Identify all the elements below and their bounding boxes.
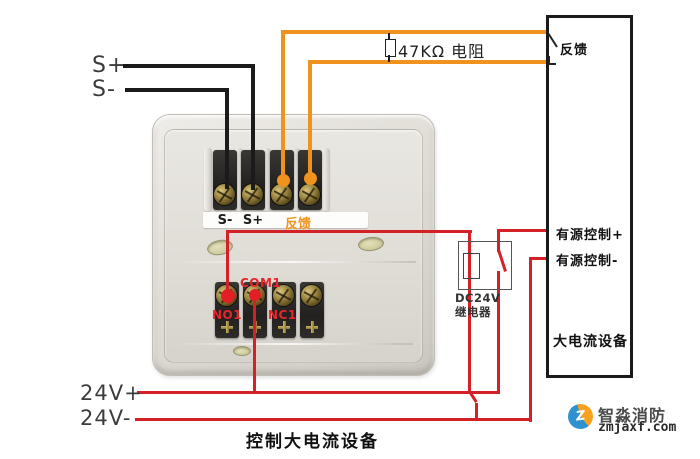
label-control-minus: 有源控制- <box>556 254 619 269</box>
relay-box-label: DC24V 继电器 <box>455 291 500 319</box>
terminal-post <box>292 148 300 211</box>
label-device-name: 大电流设备 <box>553 334 628 350</box>
watermark-brand: 智淼消防 <box>598 406 667 425</box>
relay-label-line2: 继电器 <box>455 305 491 319</box>
wire-control-minus-horizontal <box>530 257 547 260</box>
label-feedback: 反馈 <box>560 43 589 58</box>
mounting-slot-bottom <box>233 346 251 356</box>
wire-feedback-1-vertical <box>281 30 285 182</box>
terminal-relay-4 <box>300 282 324 338</box>
wire-no1-to-coil-horizontal <box>226 230 472 233</box>
wire-coil-to-24v-minus <box>475 403 478 421</box>
wire-s-plus-horizontal <box>123 64 255 68</box>
wire-feedback-2-vertical <box>308 60 312 180</box>
dc24v-relay-box <box>458 241 512 290</box>
watermark-logo-icon: Z <box>568 404 593 429</box>
label-com1: COM1 <box>240 276 282 290</box>
wire-end-dot-com1 <box>249 289 261 301</box>
watermark-url: zmjaxf.com <box>598 420 677 435</box>
feedback-switch-icon <box>547 32 558 65</box>
wire-24v-minus <box>135 418 532 421</box>
wire-coil-vertical <box>468 230 471 394</box>
diagram-caption: 控制大电流设备 <box>246 432 379 452</box>
resistor-label: 47KΩ 电阻 <box>398 42 486 61</box>
relay-coil-symbol <box>463 253 480 279</box>
strip-label-feedback: 反馈 <box>284 217 311 232</box>
strip-label-s-plus: S+ <box>242 213 264 228</box>
wire-no1-vertical <box>226 230 229 298</box>
wire-switch-stub-top <box>497 229 500 252</box>
wire-end-dot-feedback-1 <box>277 174 290 187</box>
terminal-label-strip <box>203 212 368 228</box>
label-control-plus: 有源控制+ <box>556 228 624 243</box>
wire-s-plus-vertical <box>251 64 255 190</box>
wire-control-minus-vertical <box>529 257 532 422</box>
watermark-logo-letter: Z <box>574 408 587 425</box>
wire-24v-plus <box>137 391 500 394</box>
terminal-post <box>204 148 212 211</box>
wire-com1-to-24v-plus <box>253 295 256 393</box>
label-nc1: NC1 <box>268 308 297 322</box>
label-24v-minus: 24V- <box>80 406 132 430</box>
resistor-lead-bottom <box>388 55 390 62</box>
label-s-plus: S+ <box>92 53 127 78</box>
wire-feedback-1-horizontal <box>281 30 548 34</box>
label-no1: NO1 <box>212 308 243 322</box>
terminal-post <box>263 148 271 211</box>
wire-end-dot-no1 <box>221 289 235 303</box>
label-s-minus: S- <box>92 77 116 102</box>
wire-switch-to-24v-plus <box>497 271 500 393</box>
resistor-lead-top <box>388 33 390 40</box>
wire-end-dot-feedback-2 <box>304 172 317 185</box>
module-seam <box>171 261 416 263</box>
terminal-post <box>322 148 330 211</box>
wire-s-minus-horizontal <box>125 88 229 92</box>
terminal-nc1 <box>272 282 296 338</box>
high-current-device-box <box>546 15 633 378</box>
relay-label-line1: DC24V <box>455 291 501 305</box>
strip-label-s-minus: S- <box>217 213 233 228</box>
resistor-symbol <box>385 39 396 57</box>
terminal-post <box>235 148 243 211</box>
wire-feedback-2-horizontal <box>308 60 548 64</box>
wire-switch-to-control-plus <box>497 229 547 232</box>
wire-s-minus-vertical <box>225 88 229 189</box>
label-24v-plus: 24V+ <box>80 381 143 405</box>
module-seam <box>173 343 413 345</box>
